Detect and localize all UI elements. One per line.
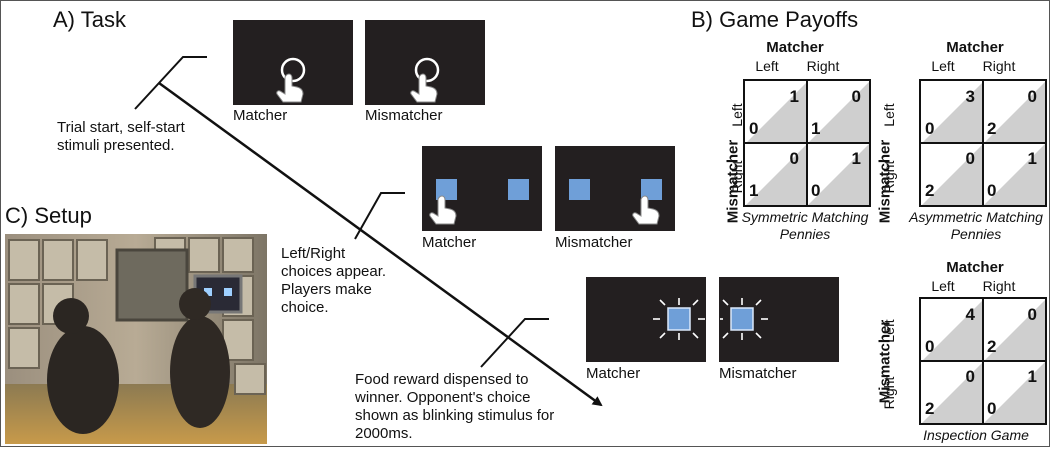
right-stimulus bbox=[641, 179, 662, 200]
row-label-right: Right bbox=[881, 376, 897, 410]
matcher-payoff: 4 bbox=[965, 305, 975, 324]
step2-description: Left/Right choices appear. Players make … bbox=[281, 245, 387, 316]
pointing-hand-icon bbox=[632, 195, 660, 225]
matcher-payoff: 0 bbox=[851, 87, 861, 106]
setup-photo bbox=[5, 234, 267, 444]
cell-left-right: 0 1 bbox=[807, 81, 869, 143]
matcher-label-2: Matcher bbox=[422, 234, 477, 251]
start-stimulus-icon bbox=[414, 57, 440, 83]
mismatcher-payoff: 0 bbox=[749, 119, 759, 138]
col-player-label: Matcher bbox=[946, 259, 1004, 276]
matcher-payoff: 3 bbox=[965, 87, 975, 106]
payoff-grid: 3 0 0 2 0 2 1 0 bbox=[919, 79, 1047, 207]
mismatcher-payoff: 0 bbox=[925, 119, 935, 138]
panel-c-heading: C) Setup bbox=[5, 203, 92, 228]
matcher-payoff: 0 bbox=[965, 149, 975, 168]
step1-description: Trial start, self-start stimuli presente… bbox=[57, 119, 185, 154]
cell-left-left: 4 0 bbox=[921, 299, 983, 361]
matcher-payoff: 1 bbox=[851, 149, 861, 168]
mismatcher-label-3: Mismatcher bbox=[719, 365, 797, 382]
mismatcher-screen-start bbox=[365, 20, 485, 105]
payoff-grid: 4 0 0 2 0 2 1 0 bbox=[919, 297, 1047, 425]
cell-right-left: 0 1 bbox=[745, 143, 807, 205]
game-name: Asymmetric Matching Pennies bbox=[909, 209, 1043, 242]
panel-b-heading: B) Game Payoffs bbox=[691, 7, 859, 32]
mismatcher-payoff: 0 bbox=[811, 181, 821, 200]
mismatcher-screen-feedback bbox=[719, 277, 839, 362]
pointing-hand-icon bbox=[410, 73, 438, 103]
col-player-label: Matcher bbox=[946, 39, 1004, 56]
col-label-left: Left bbox=[931, 58, 955, 74]
left-stimulus bbox=[569, 179, 590, 200]
payoff-grid: 1 0 0 1 0 1 1 0 bbox=[743, 79, 871, 207]
matcher-payoff: 0 bbox=[965, 367, 975, 386]
col-label-left: Left bbox=[931, 278, 955, 294]
matcher-label-1: Matcher bbox=[233, 107, 288, 124]
mismatcher-payoff: 2 bbox=[987, 337, 997, 356]
payoff-matrix-symmetric: Matcher Left Right Mismatcher Left Right… bbox=[721, 37, 921, 257]
row-label-left: Left bbox=[881, 103, 897, 127]
step3-description: Food reward dispensed to winner. Opponen… bbox=[355, 371, 555, 442]
start-stimulus-icon bbox=[280, 57, 306, 83]
payoff-matrix-inspection: Matcher Left Right Mismatcher Left Right… bbox=[877, 257, 1049, 446]
mismatcher-payoff: 2 bbox=[925, 399, 935, 418]
pointing-hand-icon bbox=[429, 195, 457, 225]
blinking-stimulus-icon bbox=[653, 298, 705, 340]
col-label-right: Right bbox=[982, 58, 1016, 74]
mismatcher-label-2: Mismatcher bbox=[555, 234, 633, 251]
cell-left-right: 0 2 bbox=[983, 299, 1045, 361]
matcher-payoff: 0 bbox=[789, 149, 799, 168]
matcher-payoff: 1 bbox=[1027, 149, 1037, 168]
matcher-payoff: 1 bbox=[1027, 367, 1037, 386]
col-label-right: Right bbox=[806, 58, 840, 74]
matcher-payoff: 0 bbox=[1027, 87, 1037, 106]
mismatcher-payoff: 1 bbox=[811, 119, 821, 138]
cell-right-left: 0 2 bbox=[921, 143, 983, 205]
cell-left-left: 3 0 bbox=[921, 81, 983, 143]
mismatcher-payoff: 0 bbox=[987, 181, 997, 200]
blinking-stimulus-icon bbox=[720, 298, 768, 340]
cell-right-left: 0 2 bbox=[921, 361, 983, 423]
col-player-label: Matcher bbox=[766, 39, 824, 56]
cell-left-left: 1 0 bbox=[745, 81, 807, 143]
mismatcher-label-1: Mismatcher bbox=[365, 107, 443, 124]
cell-right-right: 1 0 bbox=[983, 361, 1045, 423]
mismatcher-payoff: 0 bbox=[925, 337, 935, 356]
panel-a-heading: A) Task bbox=[53, 7, 126, 32]
mismatcher-payoff: 2 bbox=[925, 181, 935, 200]
matcher-screen-start bbox=[233, 20, 353, 105]
mismatcher-payoff: 2 bbox=[987, 119, 997, 138]
row-label-left: Left bbox=[881, 319, 897, 343]
cell-left-right: 0 2 bbox=[983, 81, 1045, 143]
left-stimulus bbox=[436, 179, 457, 200]
right-stimulus bbox=[508, 179, 529, 200]
setup-photo-image bbox=[5, 234, 267, 444]
matcher-screen-choice bbox=[422, 146, 542, 231]
payoff-matrix-asymmetric: Matcher Left Right Mismatcher Left Right… bbox=[877, 37, 1049, 257]
game-name: Symmetric Matching Pennies bbox=[741, 209, 869, 242]
col-label-right: Right bbox=[982, 278, 1016, 294]
matcher-payoff: 1 bbox=[789, 87, 799, 106]
pointing-hand-icon bbox=[276, 73, 304, 103]
row-label-right: Right bbox=[881, 160, 897, 194]
matcher-screen-feedback bbox=[586, 277, 706, 362]
cell-right-right: 1 0 bbox=[807, 143, 869, 205]
matcher-payoff: 0 bbox=[1027, 305, 1037, 324]
mismatcher-screen-choice bbox=[555, 146, 675, 231]
matcher-label-3: Matcher bbox=[586, 365, 641, 382]
mismatcher-payoff: 0 bbox=[987, 399, 997, 418]
col-label-left: Left bbox=[755, 58, 779, 74]
mismatcher-payoff: 1 bbox=[749, 181, 759, 200]
cell-right-right: 1 0 bbox=[983, 143, 1045, 205]
game-name: Inspection Game bbox=[923, 427, 1029, 443]
